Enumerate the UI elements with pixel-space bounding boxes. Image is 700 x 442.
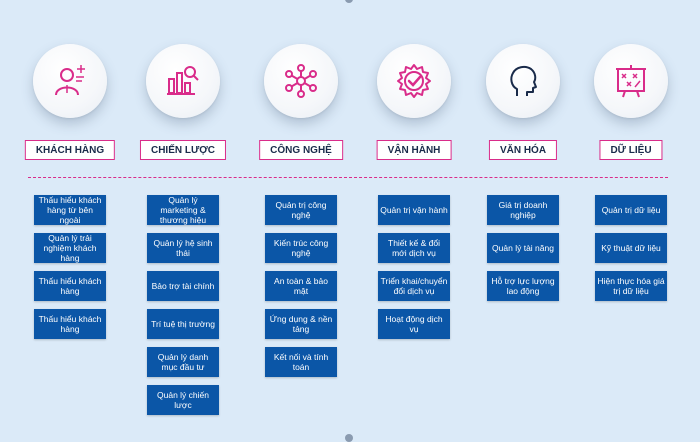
- bottom-connector-dot: [345, 434, 353, 442]
- gear-check-icon: [397, 64, 431, 98]
- list-item[interactable]: Quản lý tài năng: [487, 233, 559, 263]
- items-van-hanh: Quản trị vận hành Thiết kế & đổi mới dịc…: [378, 195, 450, 339]
- category-label-chien-luoc[interactable]: CHIẾN LƯỢC: [139, 140, 227, 160]
- category-label-cong-nghe[interactable]: CÔNG NGHỆ: [259, 140, 343, 160]
- circle-culture: [486, 44, 560, 118]
- circle-data: [594, 44, 668, 118]
- list-item[interactable]: Thấu hiểu khách hàng: [34, 309, 106, 339]
- list-item[interactable]: Trí tuệ thị trường: [147, 309, 219, 339]
- customer-icon: [55, 65, 85, 96]
- list-item[interactable]: Triển khai/chuyển đổi dịch vụ: [378, 271, 450, 301]
- list-item[interactable]: Quản trị vận hành: [378, 195, 450, 225]
- list-item[interactable]: Kiến trúc công nghệ: [265, 233, 337, 263]
- list-item[interactable]: An toàn & bảo mật: [265, 271, 337, 301]
- list-item[interactable]: Hỗ trợ lực lượng lao động: [487, 271, 559, 301]
- items-du-lieu: Quản trị dữ liệu Kỹ thuật dữ liệu Hiện t…: [595, 195, 667, 301]
- list-item[interactable]: Quản lý hệ sinh thái: [147, 233, 219, 263]
- data-board-icon: [616, 65, 646, 98]
- list-item[interactable]: Quản lý trải nghiệm khách hàng: [34, 233, 106, 263]
- list-item[interactable]: Quản lý marketing & thương hiệu: [147, 195, 219, 225]
- circle-strategy: [146, 44, 220, 118]
- category-label-van-hanh[interactable]: VẬN HÀNH: [376, 140, 452, 160]
- items-cong-nghe: Quản trị công nghệ Kiến trúc công nghệ A…: [265, 195, 337, 377]
- circle-technology: [264, 44, 338, 118]
- list-item[interactable]: Quản lý chiến lược: [147, 385, 219, 415]
- list-item[interactable]: Thấu hiểu khách hàng: [34, 271, 106, 301]
- strategy-chart-icon: [167, 66, 199, 95]
- network-icon: [285, 64, 317, 98]
- items-chien-luoc: Quản lý marketing & thương hiệu Quản lý …: [147, 195, 219, 415]
- list-item[interactable]: Quản lý danh mục đầu tư: [147, 347, 219, 377]
- list-item[interactable]: Kết nối và tính toán: [265, 347, 337, 377]
- list-item[interactable]: Bảo trợ tài chính: [147, 271, 219, 301]
- head-profile-icon: [510, 65, 537, 96]
- list-item[interactable]: Ứng dụng & nền tảng: [265, 309, 337, 339]
- category-label-van-hoa[interactable]: VĂN HÓA: [488, 140, 558, 160]
- category-label-khach-hang[interactable]: KHÁCH HÀNG: [24, 140, 116, 160]
- items-van-hoa: Giá trị doanh nghiệp Quản lý tài năng Hỗ…: [487, 195, 559, 301]
- category-label-du-lieu[interactable]: DỮ LIỆU: [599, 140, 663, 160]
- items-khach-hang: Thấu hiểu khách hàng từ bên ngoài Quản l…: [34, 195, 106, 339]
- list-item[interactable]: Hiện thực hóa giá trị dữ liệu: [595, 271, 667, 301]
- circle-customer: [33, 44, 107, 118]
- list-item[interactable]: Thiết kế & đổi mới dịch vụ: [378, 233, 450, 263]
- list-item[interactable]: Kỹ thuật dữ liệu: [595, 233, 667, 263]
- top-connector-dot: [345, 0, 353, 3]
- list-item[interactable]: Quản trị dữ liệu: [595, 195, 667, 225]
- list-item[interactable]: Quản trị công nghệ: [265, 195, 337, 225]
- list-item[interactable]: Giá trị doanh nghiệp: [487, 195, 559, 225]
- list-item[interactable]: Thấu hiểu khách hàng từ bên ngoài: [34, 195, 106, 225]
- list-item[interactable]: Hoạt động dịch vụ: [378, 309, 450, 339]
- dashed-divider: [28, 177, 668, 178]
- circle-operations: [377, 44, 451, 118]
